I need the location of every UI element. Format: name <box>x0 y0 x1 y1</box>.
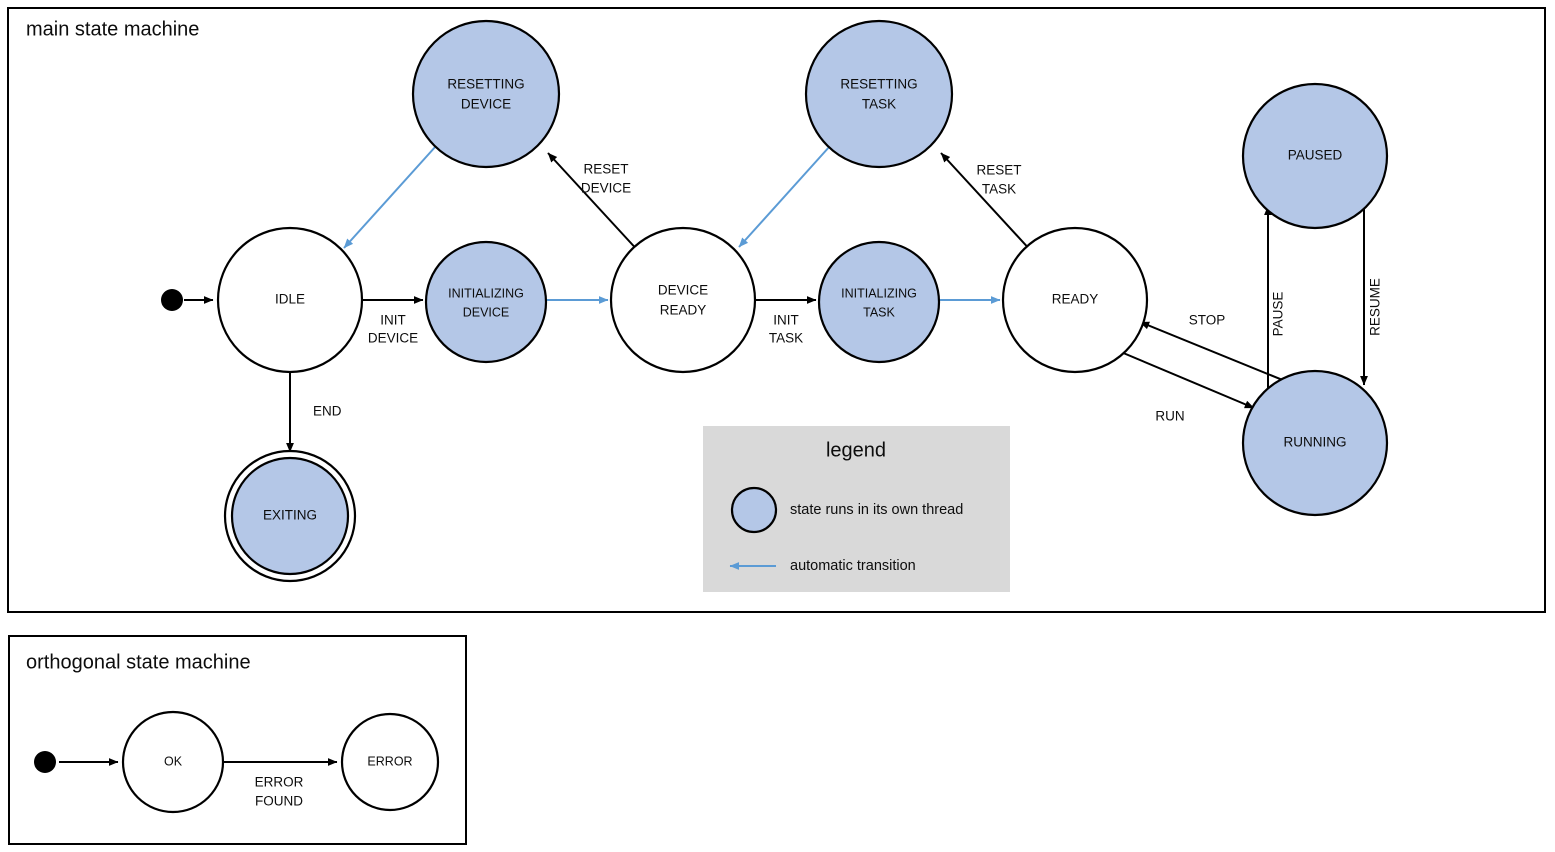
state-device-ready-label-line2: READY <box>660 303 707 318</box>
legend-item-auto-transition: automatic transition <box>729 558 916 574</box>
state-idle[interactable]: IDLE <box>216 226 364 374</box>
transition-label-reset-task-line2: TASK <box>982 182 1016 197</box>
state-ok[interactable]: OK <box>121 710 225 814</box>
main-panel-title: main state machine <box>26 18 199 40</box>
state-initializing-task-label-line2: TASK <box>863 305 895 319</box>
orthogonal-panel-states: OK ERROR <box>121 710 440 814</box>
transition-label-init-task-line2: TASK <box>769 331 803 346</box>
transition-label-init-task-line1: INIT <box>773 313 799 328</box>
transition-label-reset-task-line1: RESET <box>976 163 1021 178</box>
state-error[interactable]: ERROR <box>340 712 440 812</box>
state-initializing-task[interactable]: INITIALIZING TASK <box>817 240 941 364</box>
legend: legend state runs in its own thread auto… <box>703 426 1010 592</box>
state-initializing-device[interactable]: INITIALIZING DEVICE <box>424 240 548 364</box>
transition-label-pause: PAUSE <box>1271 292 1286 337</box>
transition-label-run: RUN <box>1155 409 1184 424</box>
state-resetting-task-label-line2: TASK <box>862 97 896 112</box>
transition-device-ready-init-task: INIT TASK <box>755 296 817 346</box>
main-state-machine-panel: main state machine INIT DEVICE RESET DEV <box>7 7 1546 613</box>
state-running[interactable]: RUNNING <box>1241 369 1389 517</box>
transition-label-init-device-line1: INIT <box>380 313 406 328</box>
state-exiting-label: EXITING <box>263 508 317 523</box>
state-initializing-task-label-line1: INITIALIZING <box>841 286 917 300</box>
state-initializing-device-label-line1: INITIALIZING <box>448 286 524 300</box>
orthogonal-panel-transitions: ERROR FOUND <box>59 758 338 809</box>
transition-label-reset-device-line1: RESET <box>583 162 628 177</box>
state-resetting-device[interactable]: RESETTING DEVICE <box>411 19 561 169</box>
state-initializing-device-label-line2: DEVICE <box>463 305 510 319</box>
transition-device-ready-reset-device: RESET DEVICE <box>547 152 642 255</box>
state-resetting-task-label-line1: RESETTING <box>840 77 917 92</box>
transition-ortho-ok-error: ERROR FOUND <box>222 758 338 809</box>
legend-auto-text: automatic transition <box>790 558 916 574</box>
legend-thread-swatch-icon <box>730 486 778 534</box>
state-ready[interactable]: READY <box>1001 226 1149 374</box>
state-device-ready[interactable]: DEVICE READY <box>609 226 757 374</box>
transition-idle-exiting: END <box>286 372 342 453</box>
transition-running-pause: PAUSE <box>1264 205 1286 390</box>
state-ready-label: READY <box>1052 292 1099 307</box>
state-resetting-device-label-line2: DEVICE <box>461 97 511 112</box>
orthogonal-panel-title: orthogonal state machine <box>26 651 251 673</box>
transition-ready-reset-task: RESET TASK <box>940 152 1034 254</box>
main-panel-states: IDLE RESETTING DEVICE INITIALIZING DEVIC… <box>216 19 1389 583</box>
transition-paused-resume: RESUME <box>1360 207 1383 386</box>
state-paused[interactable]: PAUSED <box>1241 82 1389 230</box>
state-running-label: RUNNING <box>1284 435 1347 450</box>
state-resetting-device-label-line1: RESETTING <box>447 77 524 92</box>
orthogonal-state-machine-panel: orthogonal state machine ERROR FOUND OK … <box>8 635 467 845</box>
transition-label-stop: STOP <box>1189 313 1226 328</box>
state-resetting-task[interactable]: RESETTING TASK <box>804 19 954 169</box>
initial-state-dot <box>161 289 183 311</box>
legend-thread-text: state runs in its own thread <box>790 502 963 518</box>
transition-ready-run: RUN <box>1108 346 1255 424</box>
transition-label-init-device-line2: DEVICE <box>368 331 418 346</box>
transition-label-end: END <box>313 404 342 419</box>
transition-running-stop: STOP <box>1139 313 1291 384</box>
transition-resetting-device-idle <box>343 145 437 249</box>
transition-resetting-task-device-ready <box>738 145 831 248</box>
state-exiting[interactable]: EXITING <box>223 449 357 583</box>
legend-title: legend <box>826 439 886 461</box>
transition-label-resume: RESUME <box>1368 278 1383 336</box>
state-paused-label: PAUSED <box>1288 148 1343 163</box>
transition-label-error-found-line1: ERROR <box>255 775 304 790</box>
transition-label-error-found-line2: FOUND <box>255 794 303 809</box>
state-ok-label: OK <box>164 754 183 768</box>
state-device-ready-label-line1: DEVICE <box>658 283 708 298</box>
state-error-label: ERROR <box>367 754 412 768</box>
state-idle-label: IDLE <box>275 292 305 307</box>
legend-item-thread: state runs in its own thread <box>730 486 963 534</box>
transition-idle-init-device: INIT DEVICE <box>363 296 424 346</box>
main-panel-transitions: INIT DEVICE RESET DEVICE END <box>184 145 1383 453</box>
orthogonal-initial-state-dot <box>34 751 56 773</box>
transition-label-reset-device-line2: DEVICE <box>581 181 631 196</box>
